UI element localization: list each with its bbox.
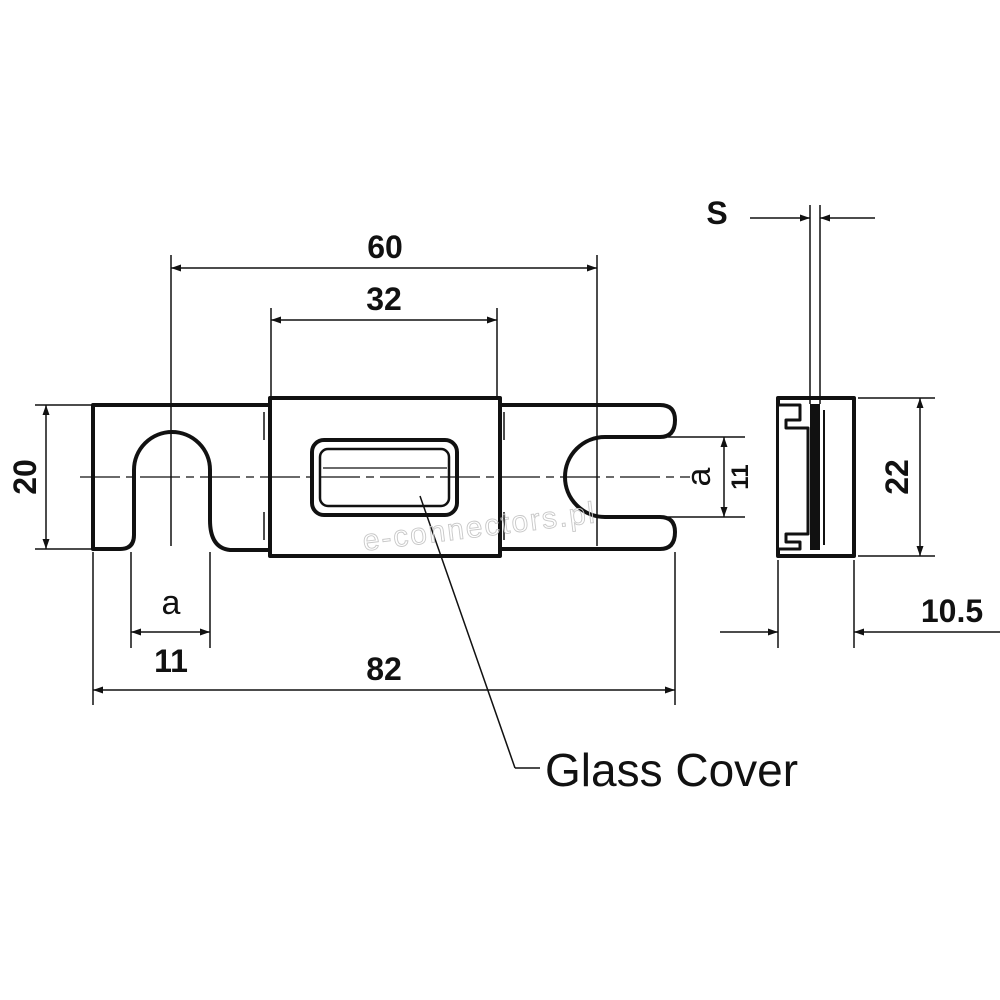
dimensions-front: 60 32 20 a 11 82 a 11 (7, 229, 754, 705)
callout-label: Glass Cover (545, 744, 798, 796)
glass-cover-callout: Glass Cover (419, 495, 798, 796)
dim-slot-label-right: a (680, 467, 718, 486)
dim-blade-thickness: S (706, 195, 727, 231)
dim-side-height: 22 (879, 459, 915, 495)
dim-slot-width-bottom: 11 (154, 643, 188, 679)
dim-overall-length: 82 (366, 651, 402, 687)
fuse-side-view (776, 396, 856, 558)
dim-side-thickness: 10.5 (921, 593, 983, 629)
dim-width: 20 (7, 459, 43, 495)
dim-slot-label-bottom: a (162, 584, 181, 622)
dim-body-length: 32 (366, 281, 402, 317)
dim-hole-spacing: 60 (367, 229, 403, 265)
side-blade (810, 404, 820, 550)
dim-slot-width-right: 11 (727, 464, 754, 489)
dimensions-side: S 22 10.5 (706, 195, 1000, 648)
left-terminal (91, 403, 274, 552)
right-terminal (495, 403, 677, 551)
